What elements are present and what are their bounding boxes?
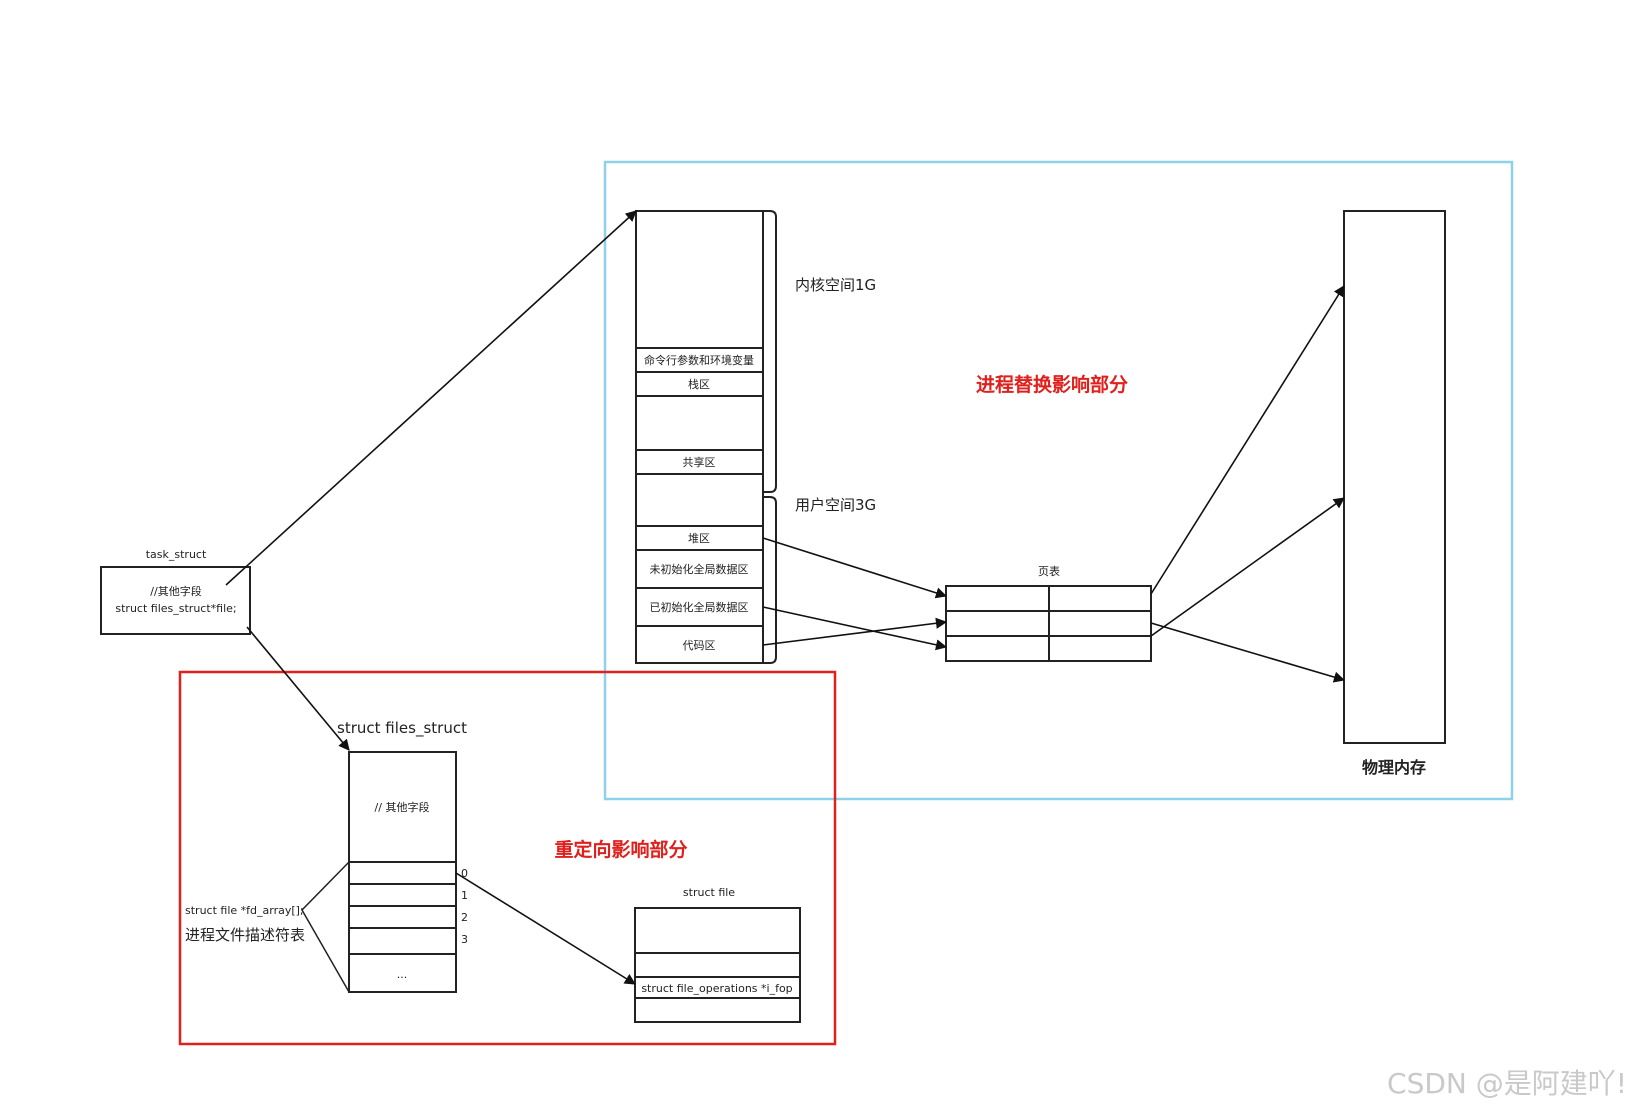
arrow-pt-to-mem-low <box>1150 622 1346 683</box>
redirect-impact-box <box>178 670 837 1046</box>
segment-shared: 共享区 <box>683 455 716 469</box>
segment-data: 已初始化全局数据区 <box>650 600 749 614</box>
exec-impact-label: 进程替换影响部分 <box>976 373 1128 396</box>
arrow-data-to-pt <box>762 606 948 651</box>
arrow-pt-to-mem-mid <box>1150 497 1345 637</box>
kernel-space-brace <box>763 210 777 493</box>
arrows <box>225 210 1346 985</box>
fd-ellipsis: ... <box>397 968 408 981</box>
fd-index-0: 0 <box>461 867 468 880</box>
fd-index-2: 2 <box>461 911 468 924</box>
csdn-watermark: CSDN @是阿建吖! <box>1387 1067 1627 1100</box>
physical-memory-label: 物理内存 <box>1362 758 1426 777</box>
page-table-title: 页表 <box>1038 564 1060 578</box>
fd-index-3: 3 <box>461 933 468 946</box>
fd-table-label: 进程文件描述符表 <box>185 926 305 944</box>
task-struct-box <box>100 566 251 635</box>
redirect-impact-label: 重定向影响部分 <box>554 838 687 861</box>
exec-impact-box <box>603 160 1514 801</box>
user-space-brace <box>763 496 777 664</box>
user-space-label: 用户空间3G <box>795 496 876 514</box>
arrow-fd1-to-file <box>455 872 636 985</box>
page-table <box>945 585 1152 662</box>
arrow-code-to-pt <box>762 617 948 646</box>
struct-file-box <box>634 907 801 1023</box>
segment-code: 代码区 <box>683 639 716 652</box>
fd-array-label: struct file *fd_array[]; <box>185 904 304 917</box>
task-struct-other-fields: //其他字段 <box>150 584 201 598</box>
task-struct-title: task_struct <box>146 548 207 561</box>
files-struct-other-fields: // 其他字段 <box>375 800 430 814</box>
arrow-task-to-files <box>246 626 350 751</box>
fd-array-bracket <box>301 861 350 993</box>
files-struct-title: struct files_struct <box>337 719 467 738</box>
virtual-address-space <box>635 210 764 664</box>
segment-args-env: 命令行参数和环境变量 <box>644 353 754 367</box>
struct-file-fop: struct file_operations *i_fop <box>641 982 792 995</box>
kernel-space-label: 内核空间1G <box>795 276 876 294</box>
segment-bss: 未初始化全局数据区 <box>650 562 749 576</box>
task-struct-files-field: struct files_struct*file; <box>115 602 236 615</box>
arrow-pt-to-mem-top <box>1150 285 1345 595</box>
files-struct-box <box>348 751 457 993</box>
arrow-task-to-vm <box>225 210 637 586</box>
fd-index-1: 1 <box>461 889 468 902</box>
segment-stack: 栈区 <box>688 377 710 391</box>
struct-file-title: struct file <box>683 886 735 899</box>
segment-heap: 堆区 <box>688 532 710 545</box>
physical-memory-box <box>1343 210 1446 744</box>
arrow-heap-to-pt <box>762 537 948 599</box>
